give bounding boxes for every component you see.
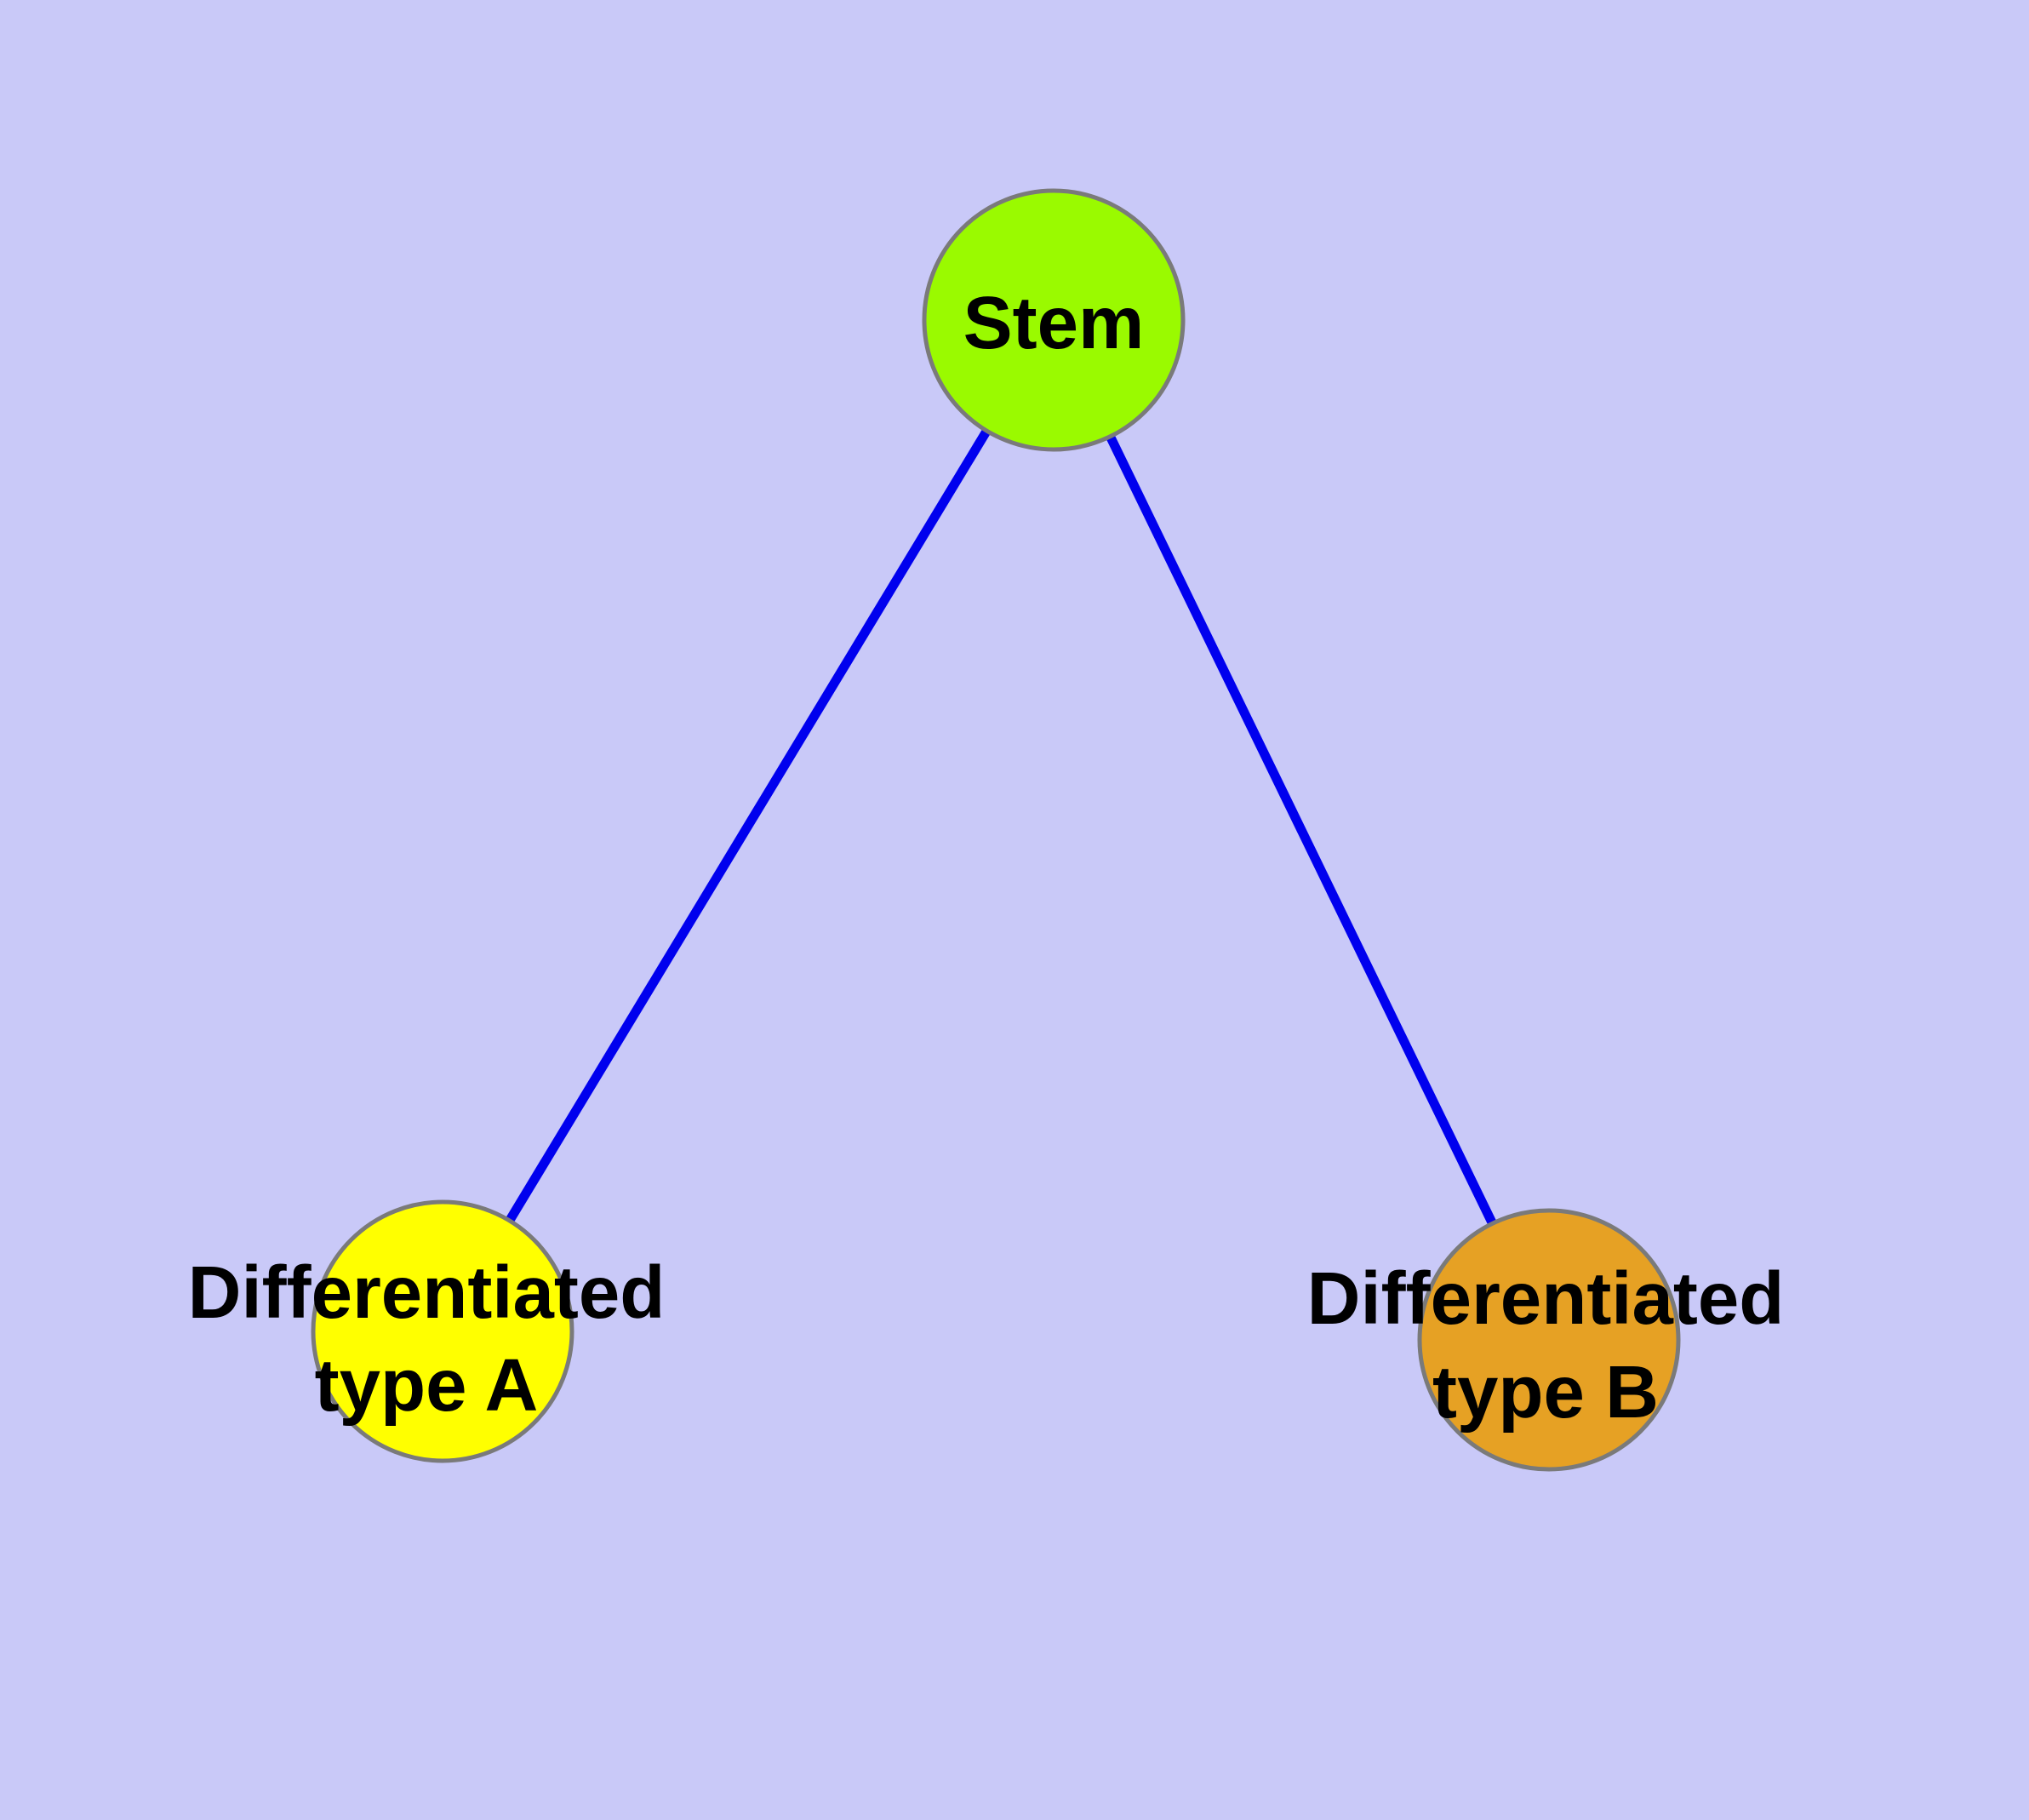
node-type-a-label-line1: Differentiated bbox=[188, 1251, 666, 1334]
node-type-a-label-line2: type A bbox=[315, 1344, 539, 1427]
node-differentiated-type-b bbox=[1417, 1208, 1681, 1472]
node-type-b-label-line2: type B bbox=[1432, 1351, 1659, 1434]
node-differentiated-type-a bbox=[311, 1199, 574, 1463]
edge-stem-to-type-a bbox=[438, 318, 1058, 1334]
node-stem bbox=[922, 188, 1186, 452]
node-type-b-label-line1: Differentiated bbox=[1307, 1257, 1785, 1340]
node-stem-label: Stem bbox=[963, 282, 1145, 364]
edge-stem-to-type-b bbox=[1049, 318, 1553, 1342]
